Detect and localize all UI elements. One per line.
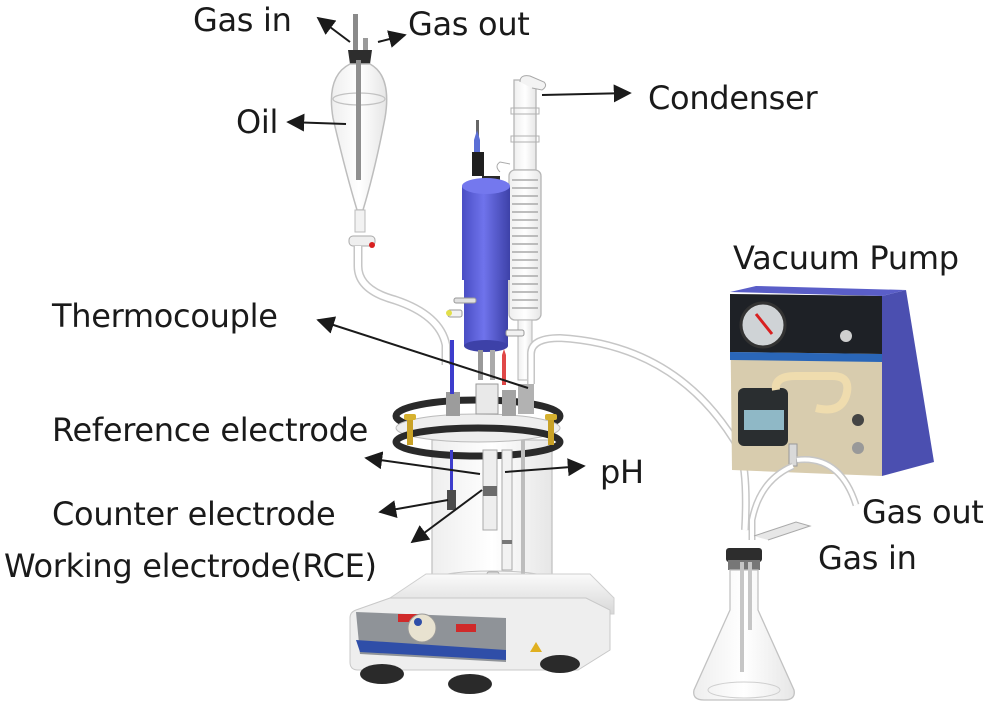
glass-cell-reactor (392, 340, 564, 590)
label-gas-in-right: Gas in (818, 539, 917, 577)
erlenmeyer-flask-trap (693, 521, 812, 701)
separatory-funnel (330, 14, 451, 365)
label-thermocouple: Thermocouple (52, 297, 278, 335)
label-vacuum-pump: Vacuum Pump (733, 239, 959, 277)
vacuum-pump (730, 286, 934, 476)
label-ph: pH (600, 453, 644, 491)
label-counter-electrode: Counter electrode (52, 495, 336, 533)
hot-plate-stirrer (349, 573, 615, 694)
label-working-electrode: Working electrode(RCE) (4, 547, 377, 585)
label-reference-electrode: Reference electrode (52, 411, 369, 449)
tubing-reactor-to-trap (527, 333, 750, 531)
condenser (496, 75, 547, 381)
label-gas-out-right: Gas out (862, 493, 984, 531)
label-condenser: Condenser (648, 79, 818, 117)
label-oil: Oil (236, 103, 279, 141)
label-gas-out-top: Gas out (408, 5, 530, 43)
leader-arrows (286, 16, 632, 544)
label-gas-in-top: Gas in (193, 1, 292, 39)
rce-motor (446, 120, 525, 385)
